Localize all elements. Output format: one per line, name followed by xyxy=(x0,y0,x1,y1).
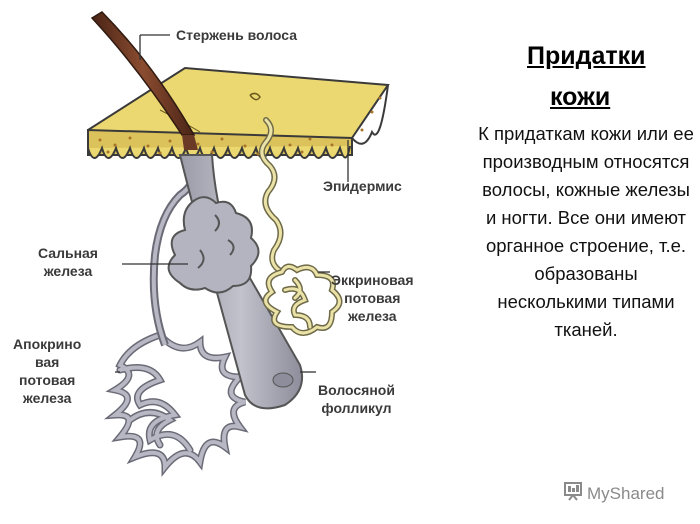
label-epidermis: Эпидермис xyxy=(323,178,402,194)
label-eccrine-gland: Эккриновая потовая железа xyxy=(331,272,414,324)
label-sebaceous-gland: Сальная железа xyxy=(38,245,98,279)
hair-shaft xyxy=(90,11,198,150)
title-line-1: Придатки xyxy=(527,42,646,70)
label-apocrine-gland: Апокрино вая потовая железа xyxy=(13,336,82,406)
apocrine-gland-fill xyxy=(108,333,246,473)
myshared-logo: MyShared xyxy=(563,481,664,506)
epidermis-layer xyxy=(87,66,390,159)
label-hair-shaft: Стержень волоса xyxy=(176,27,298,43)
sebaceous-gland xyxy=(167,196,260,294)
presentation-board-icon xyxy=(563,481,583,506)
title-line-2: кожи xyxy=(550,83,611,111)
logo-text: MyShared xyxy=(587,483,665,503)
body-text: К придаткам кожи или ее производным отно… xyxy=(478,123,694,340)
label-hair-follicle: Волосяной фолликул xyxy=(318,382,395,416)
eccrine-gland xyxy=(258,117,343,336)
leader-lines xyxy=(115,34,349,373)
